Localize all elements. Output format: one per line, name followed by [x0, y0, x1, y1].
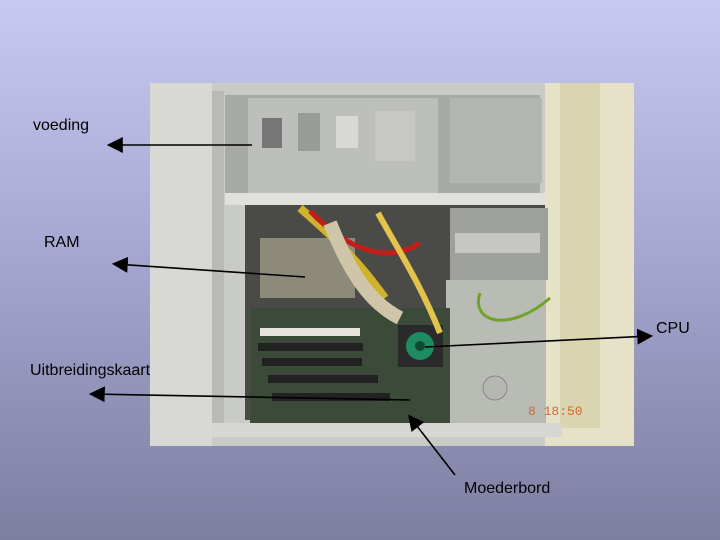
label-motherboard: Moederbord — [464, 480, 551, 497]
arrow-ram — [111, 256, 306, 278]
arrow-motherboard — [408, 414, 456, 476]
label-expansion-card: Uitbreidingskaart — [30, 362, 151, 379]
label-power-supply: voeding — [33, 117, 90, 134]
timestamp-text: 8 18:50 — [528, 404, 583, 419]
label-ram: RAM — [44, 234, 80, 251]
arrow-cpu — [424, 328, 654, 348]
arrow-expansion-card — [88, 386, 411, 403]
pc-case-photo: 8 18:50 — [150, 83, 634, 446]
label-cpu: CPU — [656, 320, 690, 337]
